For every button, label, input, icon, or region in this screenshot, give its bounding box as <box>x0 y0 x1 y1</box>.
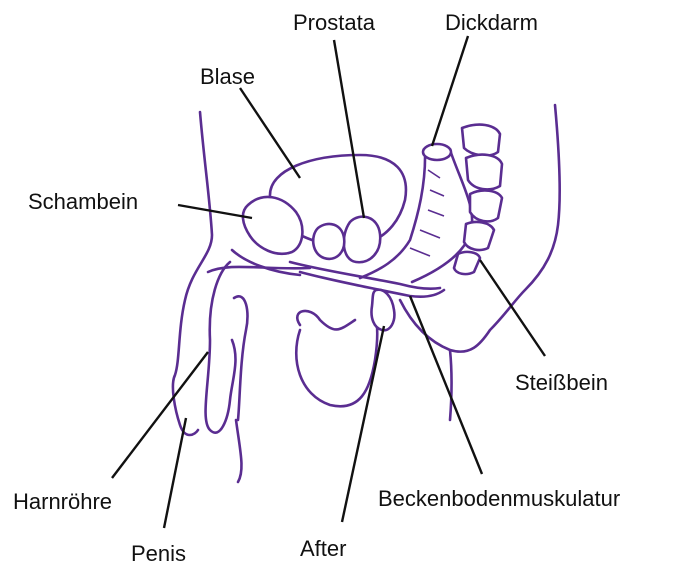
prostate-small-shape <box>313 224 344 259</box>
leader-blase <box>240 88 300 178</box>
label-harnroehre: Harnröhre <box>13 491 112 513</box>
leader-penis <box>164 418 186 528</box>
colon-texture <box>410 170 444 256</box>
leader-schambein <box>178 205 252 218</box>
label-steissbein: Steißbein <box>515 372 608 394</box>
label-schambein: Schambein <box>28 191 138 213</box>
coccyx-vertebrae <box>454 125 502 274</box>
pelvic-floor-band <box>300 272 444 297</box>
leader-steissbein <box>480 260 545 356</box>
label-blase: Blase <box>200 66 255 88</box>
label-beckenboden: Beckenbodenmuskulatur <box>378 488 620 510</box>
prostate-shape <box>344 217 380 263</box>
label-after: After <box>300 538 346 560</box>
colon-opening <box>423 144 451 160</box>
anus-shape <box>371 290 394 331</box>
label-dickdarm: Dickdarm <box>445 12 538 34</box>
leader-beckenboden <box>410 296 482 474</box>
leader-harnroehre <box>112 352 208 478</box>
label-prostata: Prostata <box>293 12 375 34</box>
label-penis: Penis <box>131 543 186 565</box>
leader-lines <box>112 36 545 528</box>
